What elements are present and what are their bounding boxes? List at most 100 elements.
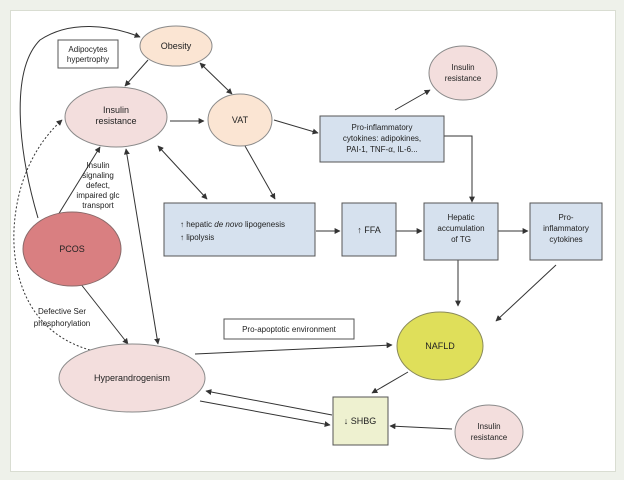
svg-text:Insulin: Insulin <box>451 63 474 72</box>
svg-text:resistance: resistance <box>445 74 482 83</box>
lipo-pre: ↑ hepatic <box>180 220 214 229</box>
insulin-resistance-main-node: Insulin resistance <box>64 86 168 148</box>
sig-line3: defect, <box>86 181 110 190</box>
arrow-hyper-to-shbg <box>199 400 331 427</box>
hepatic-tg-box: Hepatic accumulation of TG <box>423 202 499 261</box>
svg-text:PCOS: PCOS <box>59 244 85 254</box>
arrow-cytokines-to-ir <box>394 89 431 111</box>
arrow-irb-to-shbg <box>389 423 453 430</box>
sig-line1: Insulin <box>86 161 109 170</box>
arrow-pcos-to-ir <box>57 146 101 216</box>
shbg-box: ↓ SHBG <box>332 396 389 446</box>
svg-text:Pro-apoptotic environment: Pro-apoptotic environment <box>242 325 337 334</box>
ser-line1: Defective Ser <box>38 307 86 316</box>
insulin-resistance-bottom-node: Insulin resistance <box>454 404 524 460</box>
pin-line2: inflammatory <box>543 224 589 233</box>
arrow-pcos-to-obesity <box>19 26 141 219</box>
svg-text:Hyperandrogenism: Hyperandrogenism <box>94 373 170 383</box>
ffa-label: ↑ FFA <box>357 225 381 235</box>
svg-text:cytokines: cytokines <box>549 235 582 244</box>
signaling-defect-label: Insulin signaling defect, impaired glc t… <box>76 161 119 210</box>
svg-text:PAI-1, TNF-α, IL-6...: PAI-1, TNF-α, IL-6... <box>346 145 417 154</box>
adipocytes-line2: hypertrophy <box>67 55 109 64</box>
vat-node: VAT <box>207 93 273 147</box>
obesity-node: Obesity <box>139 25 213 67</box>
arrow-obesity-vat <box>199 62 233 95</box>
defective-ser-label: Defective Ser phosphorylation <box>34 307 90 328</box>
arrow-ir-lipogenesis <box>157 145 208 200</box>
svg-text:↓ SHBG: ↓ SHBG <box>344 416 377 426</box>
irm-line1: Insulin <box>103 105 129 115</box>
sig-line4: impaired glc <box>76 191 119 200</box>
apop-label: Pro-apoptotic environment <box>242 325 337 334</box>
hyper-label: Hyperandrogenism <box>94 373 170 383</box>
svg-text:Pro-inflammatory: Pro-inflammatory <box>352 123 413 132</box>
svg-text:Adipocytes: Adipocytes <box>68 45 107 54</box>
pcos-label: PCOS <box>59 244 85 254</box>
nafld-label: NAFLD <box>425 341 455 351</box>
obesity-label: Obesity <box>161 41 192 51</box>
ffa-box: ↑ FFA <box>341 202 397 257</box>
lipo-italic: de novo <box>214 220 243 229</box>
hyperandrogenism-node: Hyperandrogenism <box>58 343 206 413</box>
arrow-obesity-to-ir <box>124 59 149 87</box>
tg-line3: of TG <box>451 235 471 244</box>
arrow-vat-to-cytokines <box>273 119 319 135</box>
svg-text:phosphorylation: phosphorylation <box>34 319 90 328</box>
arrow-cytokines-to-tg <box>444 135 475 203</box>
svg-text:↑ hepatic de novo lipogenesis: ↑ hepatic de novo lipogenesis <box>180 220 285 229</box>
tg-line2: accumulation <box>437 224 484 233</box>
irb-line2: resistance <box>471 433 508 442</box>
svg-text:Defective Ser: Defective Ser <box>38 307 86 316</box>
arrow-pcos-to-hyper <box>79 282 129 345</box>
arrow-nafld-to-shbg <box>371 371 409 394</box>
svg-text:resistance: resistance <box>95 116 136 126</box>
arrow-ir-hyper <box>123 148 161 345</box>
tg-line1: Hepatic <box>447 213 474 222</box>
shbg-label: ↓ SHBG <box>344 416 377 426</box>
arrow-inflam-to-nafld <box>495 264 557 322</box>
cytokines-box: Pro-inflammatory cytokines: adipokines, … <box>319 115 445 163</box>
svg-text:Hepatic: Hepatic <box>447 213 474 222</box>
svg-text:impaired glc: impaired glc <box>76 191 119 200</box>
svg-text:transport: transport <box>82 201 114 210</box>
svg-text:cytokines: adipokines,: cytokines: adipokines, <box>343 134 421 143</box>
adipocytes-line1: Adipocytes <box>68 45 107 54</box>
svg-text:of TG: of TG <box>451 235 471 244</box>
nafld-node: NAFLD <box>396 311 484 381</box>
svg-text:Pro-: Pro- <box>558 213 573 222</box>
ser-line2: phosphorylation <box>34 319 90 328</box>
cyt-line1: Pro-inflammatory <box>352 123 413 132</box>
insulin-resistance-top-node: Insulin resistance <box>428 45 498 101</box>
pro-apoptotic-box: Pro-apoptotic environment <box>223 318 355 340</box>
irm-line2: resistance <box>95 116 136 126</box>
vat-label: VAT <box>232 115 249 125</box>
cyt-line3: PAI-1, TNF-α, IL-6... <box>346 145 417 154</box>
svg-text:Insulin: Insulin <box>103 105 129 115</box>
arrow-shbg-to-hyper <box>205 389 333 416</box>
svg-text:resistance: resistance <box>471 433 508 442</box>
pcos-node: PCOS <box>22 211 122 287</box>
irb-line1: Insulin <box>477 422 500 431</box>
sig-line2: signaling <box>82 171 114 180</box>
arrow-hyper-to-nafld <box>194 342 393 355</box>
svg-text:Insulin: Insulin <box>477 422 500 431</box>
connectors <box>13 26 557 430</box>
svg-text:VAT: VAT <box>232 115 249 125</box>
pro-inflammatory-box: Pro- inflammatory cytokines <box>529 202 603 261</box>
svg-text:defect,: defect, <box>86 181 110 190</box>
svg-text:hypertrophy: hypertrophy <box>67 55 109 64</box>
svg-text:↑ lipolysis: ↑ lipolysis <box>180 233 214 242</box>
irt-line1: Insulin <box>451 63 474 72</box>
irt-line2: resistance <box>445 74 482 83</box>
lipo-post: lipogenesis <box>243 220 285 229</box>
cyt-line2: cytokines: adipokines, <box>343 134 421 143</box>
adipocytes-hypertrophy-box: Adipocytes hypertrophy <box>57 39 119 69</box>
sig-line5: transport <box>82 201 114 210</box>
lipo-line2: ↑ lipolysis <box>180 233 214 242</box>
svg-text:signaling: signaling <box>82 171 114 180</box>
svg-text:inflammatory: inflammatory <box>543 224 589 233</box>
lipogenesis-box: ↑ hepatic de novo lipogenesis ↑ lipolysi… <box>163 202 316 257</box>
pin-line3: cytokines <box>549 235 582 244</box>
